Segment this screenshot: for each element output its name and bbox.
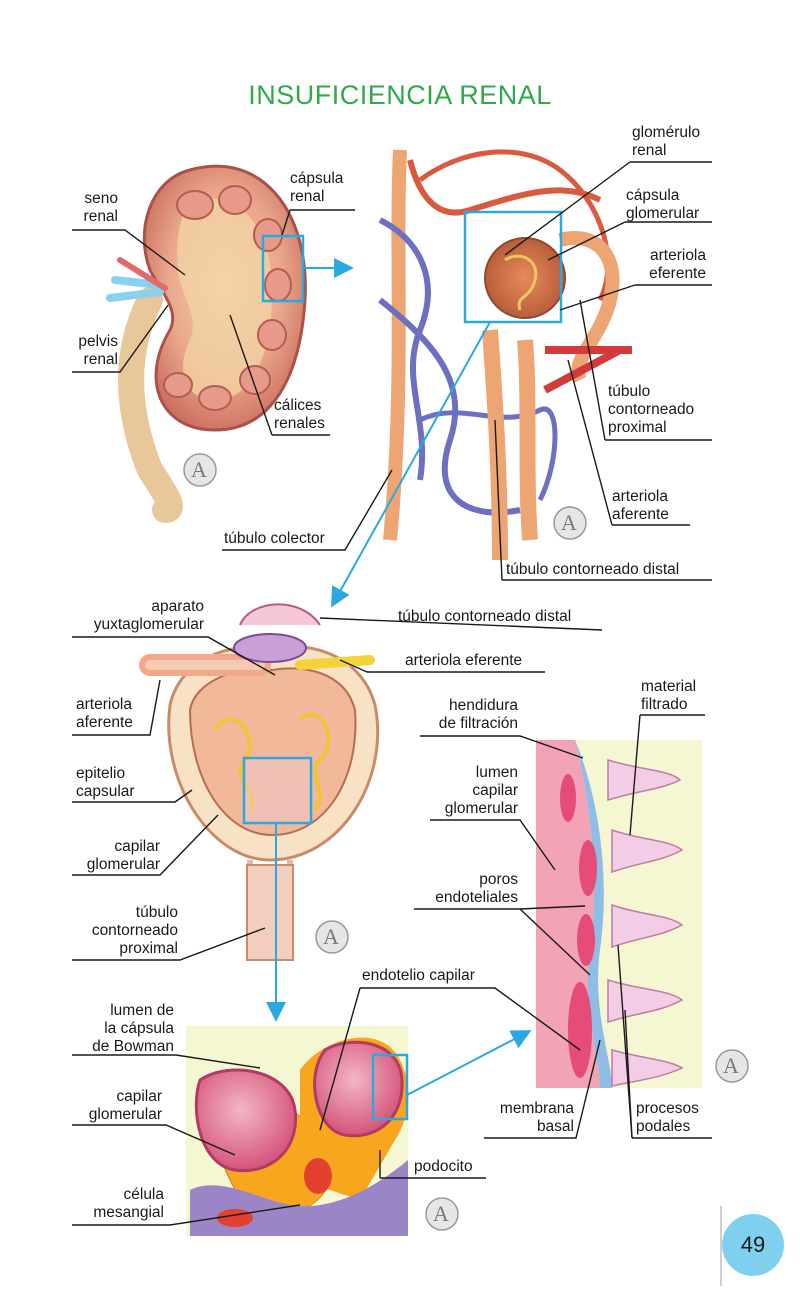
label-lumen-capsula-bowman: lumen de la cápsula de Bowman	[92, 1002, 174, 1055]
label-arteriola-eferente-mid: arteriola eferente	[405, 652, 523, 669]
label-celula-mesangial: célula mesangial	[93, 1186, 164, 1221]
label-pelvis-renal: pelvis renal	[78, 333, 118, 368]
watermark-a-icon: A	[723, 1053, 739, 1078]
label-arteriola-aferente-top: arteriola aferente	[612, 488, 669, 523]
label-glomerulo-renal: glomérulo renal	[632, 124, 701, 159]
label-tubulo-contorneado-proximal-mid: túbulo contorneado proximal	[91, 904, 178, 957]
label-tubulo-colector: túbulo colector	[224, 530, 325, 547]
label-capsula-renal: cápsula renal	[290, 170, 344, 205]
label-podocito: podocito	[414, 1158, 473, 1175]
kidney-illustration	[106, 164, 307, 523]
label-hendidura-de-filtracion: hendidura de filtración	[438, 697, 518, 732]
label-capsula-glomerular: cápsula glomerular	[626, 187, 700, 222]
nephron-illustration	[378, 149, 632, 561]
label-procesos-podales: procesos podales	[636, 1100, 699, 1135]
label-calices-renales: cálices renales	[274, 397, 325, 432]
label-epitelio-capsular: epitelio capsular	[76, 765, 135, 800]
podocyte-cross-section-illustration	[186, 1026, 409, 1236]
label-tubulo-contorneado-proximal-top: túbulo contorneado proximal	[608, 383, 695, 436]
watermark-a-icon: A	[323, 924, 339, 949]
watermark-a-icon: A	[191, 457, 207, 482]
page-edge-line	[720, 1206, 722, 1286]
label-membrana-basal: membrana basal	[499, 1100, 574, 1135]
label-endotelio-capilar: endotelio capilar	[362, 967, 475, 984]
label-arteriola-eferente-top: arteriola eferente	[649, 247, 706, 282]
filtration-barrier-illustration	[536, 740, 702, 1088]
label-aparato-yuxtaglomerular: aparato yuxtaglomerular	[93, 598, 204, 633]
label-seno-renal: seno renal	[83, 190, 118, 225]
label-tubulo-contorneado-distal-mid: túbulo contorneado distal	[398, 608, 572, 625]
page-title: INSUFICIENCIA RENAL	[248, 80, 552, 110]
label-arteriola-aferente-mid: arteriola aferente	[76, 696, 133, 731]
leader-lines	[72, 161, 712, 1226]
pointer-arrows	[266, 258, 532, 1096]
renal-corpuscle-illustration	[139, 603, 380, 961]
watermark-circles	[183, 453, 749, 1231]
label-capilar-glomerular-bottom: capilar glomerular	[88, 1088, 162, 1123]
watermark-a-icon: A	[561, 510, 577, 535]
label-lumen-capilar-glomerular: lumen capilar glomerular	[444, 764, 518, 817]
label-material-filtrado: material filtrado	[641, 678, 697, 713]
label-capilar-glomerular-mid: capilar glomerular	[86, 838, 160, 873]
label-poros-endoteliales: poros endoteliales	[435, 871, 518, 906]
page-number-badge: 49	[722, 1214, 784, 1276]
watermark-a-icon: A	[433, 1201, 449, 1226]
label-tubulo-contorneado-distal-top: túbulo contorneado distal	[506, 561, 680, 578]
